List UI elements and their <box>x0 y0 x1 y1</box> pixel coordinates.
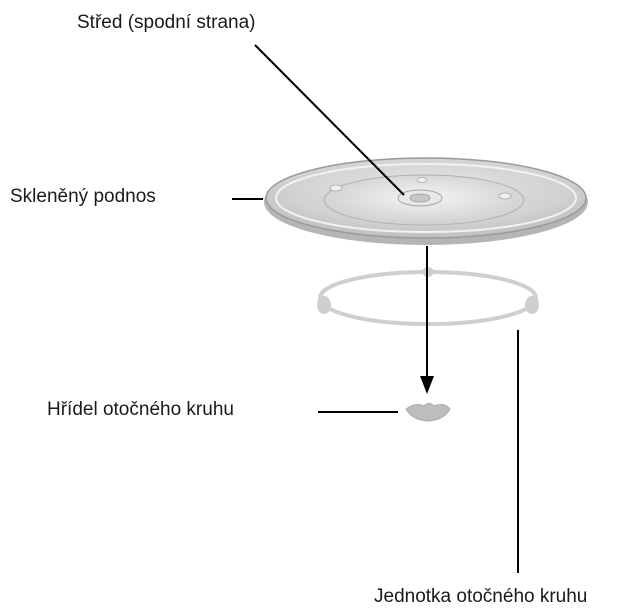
label-roller-ring: Jednotka otočného kruhu <box>374 586 588 607</box>
label-glass-tray: Skleněný podnos <box>10 186 156 207</box>
label-center-underside: Střed (spodní strana) <box>77 12 256 33</box>
assembly-arrow <box>420 246 434 394</box>
glass-tray <box>264 157 588 245</box>
turntable-shaft <box>405 403 451 422</box>
leader-line-center <box>254 44 405 196</box>
label-turntable-shaft: Hřídel otočného kruhu <box>47 399 234 420</box>
